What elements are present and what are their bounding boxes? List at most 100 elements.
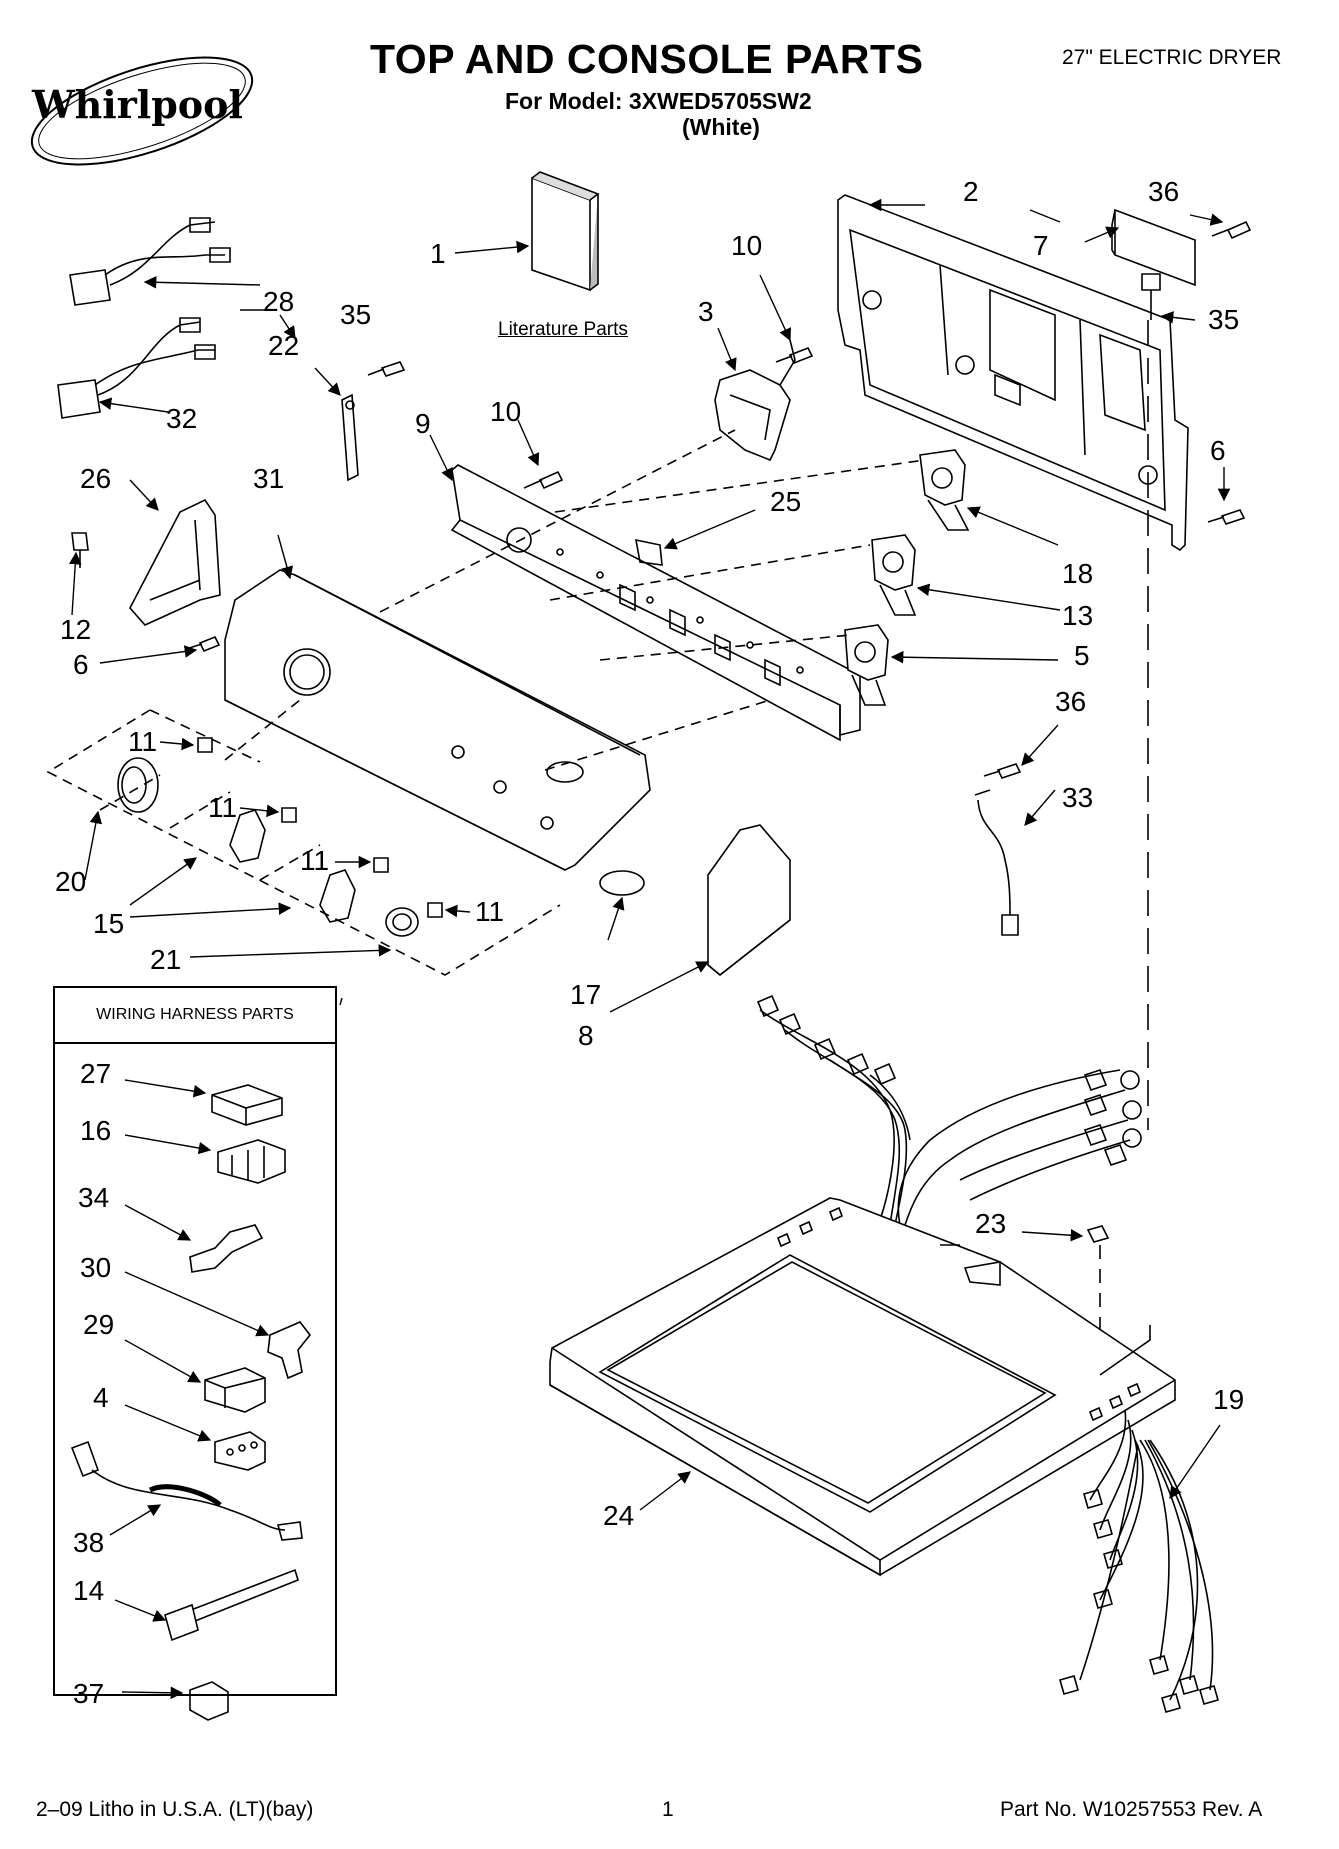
screw-36-mid bbox=[983, 763, 1022, 779]
switch-3 bbox=[714, 339, 796, 462]
lens-17 bbox=[599, 870, 645, 896]
callout-14: 14 bbox=[73, 1575, 105, 1606]
knob-15b bbox=[319, 869, 356, 923]
callout-7: 7 bbox=[1033, 230, 1049, 261]
screw-6-right bbox=[1207, 509, 1246, 525]
callout-34: 34 bbox=[78, 1182, 110, 1213]
wire-33 bbox=[974, 789, 1019, 936]
part-34 bbox=[189, 1224, 264, 1273]
callout-20: 20 bbox=[55, 866, 87, 897]
product-type: 27" ELECTRIC DRYER bbox=[1062, 46, 1282, 69]
callout-27: 27 bbox=[80, 1058, 112, 1089]
callout-23: 23 bbox=[975, 1208, 1007, 1239]
callout-2: 2 bbox=[963, 176, 979, 207]
part-14 bbox=[164, 1568, 299, 1642]
callout-32: 32 bbox=[166, 403, 198, 434]
callout-15: 15 bbox=[93, 908, 125, 939]
tie-22 bbox=[341, 393, 359, 482]
callout-22: 22 bbox=[268, 330, 300, 361]
literature-part bbox=[531, 171, 600, 292]
brand-wordmark: Whirlpool bbox=[31, 82, 243, 127]
literature-parts-label: Literature Parts bbox=[498, 319, 628, 340]
footer-page-number: 1 bbox=[662, 1798, 674, 1821]
switch-13 bbox=[871, 534, 917, 616]
part-37 bbox=[189, 1681, 229, 1721]
part-38 bbox=[70, 1440, 303, 1541]
callout-35-right: 35 bbox=[1208, 304, 1240, 335]
callout-1: 1 bbox=[430, 238, 446, 269]
callout-18: 18 bbox=[1062, 558, 1094, 589]
callout-10-mid: 10 bbox=[490, 396, 522, 427]
screw-36-top bbox=[1211, 220, 1252, 240]
callout-10-top: 10 bbox=[731, 230, 763, 261]
screw-10-top bbox=[775, 346, 814, 365]
screw-10-mid bbox=[523, 470, 564, 490]
callout-17: 17 bbox=[570, 979, 602, 1010]
callout-6-right: 6 bbox=[1210, 435, 1226, 466]
callout-30: 30 bbox=[80, 1252, 112, 1283]
callout-25: 25 bbox=[770, 486, 802, 517]
dryer-top-24 bbox=[549, 1197, 1176, 1577]
part-27 bbox=[211, 1084, 283, 1126]
callout-6-left: 6 bbox=[73, 649, 89, 680]
knob-21 bbox=[385, 907, 419, 937]
callout-31: 31 bbox=[253, 463, 285, 494]
callout-33: 33 bbox=[1062, 782, 1094, 813]
whirlpool-logo: Whirlpool bbox=[22, 56, 262, 166]
callout-9: 9 bbox=[415, 408, 431, 439]
clip-23 bbox=[1086, 1225, 1110, 1243]
callout-36-mid: 36 bbox=[1055, 686, 1087, 717]
knob-15a bbox=[229, 809, 266, 863]
switch-5 bbox=[844, 624, 889, 706]
knob-20 bbox=[117, 757, 159, 813]
callout-16: 16 bbox=[80, 1115, 112, 1146]
part-30 bbox=[267, 1321, 312, 1380]
harness-28 bbox=[69, 217, 231, 306]
rear-console-panel bbox=[837, 194, 1189, 552]
footer-part-number: Part No. W10257553 Rev. A bbox=[1000, 1798, 1263, 1821]
callout-28: 28 bbox=[263, 286, 295, 317]
callout-8: 8 bbox=[578, 1020, 594, 1051]
callout-11-b: 11 bbox=[208, 792, 238, 823]
console-31 bbox=[224, 569, 651, 871]
callout-29: 29 bbox=[83, 1309, 115, 1340]
part-4 bbox=[214, 1431, 266, 1471]
callout-11-a: 11 bbox=[128, 726, 158, 757]
screw-12 bbox=[71, 532, 89, 568]
callout-4: 4 bbox=[93, 1382, 109, 1413]
color-line: (White) bbox=[682, 114, 760, 140]
callout-37: 37 bbox=[73, 1678, 105, 1709]
callout-11-c: 11 bbox=[300, 845, 330, 876]
screw-35-left bbox=[367, 361, 406, 377]
model-line: For Model: 3XWED5705SW2 bbox=[505, 88, 812, 114]
wiring-harness-parts-box: WIRING HARNESS PARTS bbox=[53, 986, 337, 1696]
switch-18 bbox=[919, 449, 970, 531]
callout-35-left: 35 bbox=[340, 299, 372, 330]
footer-litho: 2–09 Litho in U.S.A. (LT)(bay) bbox=[36, 1798, 314, 1821]
part-29 bbox=[204, 1367, 266, 1413]
clip-25 bbox=[635, 538, 663, 566]
callout-26: 26 bbox=[80, 463, 112, 494]
callout-21: 21 bbox=[150, 944, 182, 975]
part-16 bbox=[217, 1139, 286, 1184]
end-cap-26 bbox=[129, 498, 221, 626]
callout-11-d: 11 bbox=[475, 896, 505, 927]
page-title: TOP AND CONSOLE PARTS bbox=[370, 36, 924, 82]
callout-38: 38 bbox=[73, 1527, 105, 1558]
wiring-harness-parts-title: WIRING HARNESS PARTS bbox=[55, 988, 335, 1044]
callout-24: 24 bbox=[603, 1500, 635, 1531]
callout-5: 5 bbox=[1074, 640, 1090, 671]
screw-6-left bbox=[185, 635, 221, 653]
callout-3: 3 bbox=[698, 296, 714, 327]
callout-36-top: 36 bbox=[1148, 176, 1180, 207]
callout-13: 13 bbox=[1062, 600, 1094, 631]
console-mount-9 bbox=[450, 464, 861, 742]
callout-12: 12 bbox=[60, 614, 92, 645]
main-harness bbox=[756, 994, 1142, 1226]
end-cap-8 bbox=[707, 824, 791, 977]
harness-19 bbox=[1059, 1409, 1219, 1713]
clip-11s bbox=[197, 737, 443, 918]
callout-19: 19 bbox=[1213, 1384, 1245, 1415]
screw-35-right bbox=[1141, 273, 1161, 320]
